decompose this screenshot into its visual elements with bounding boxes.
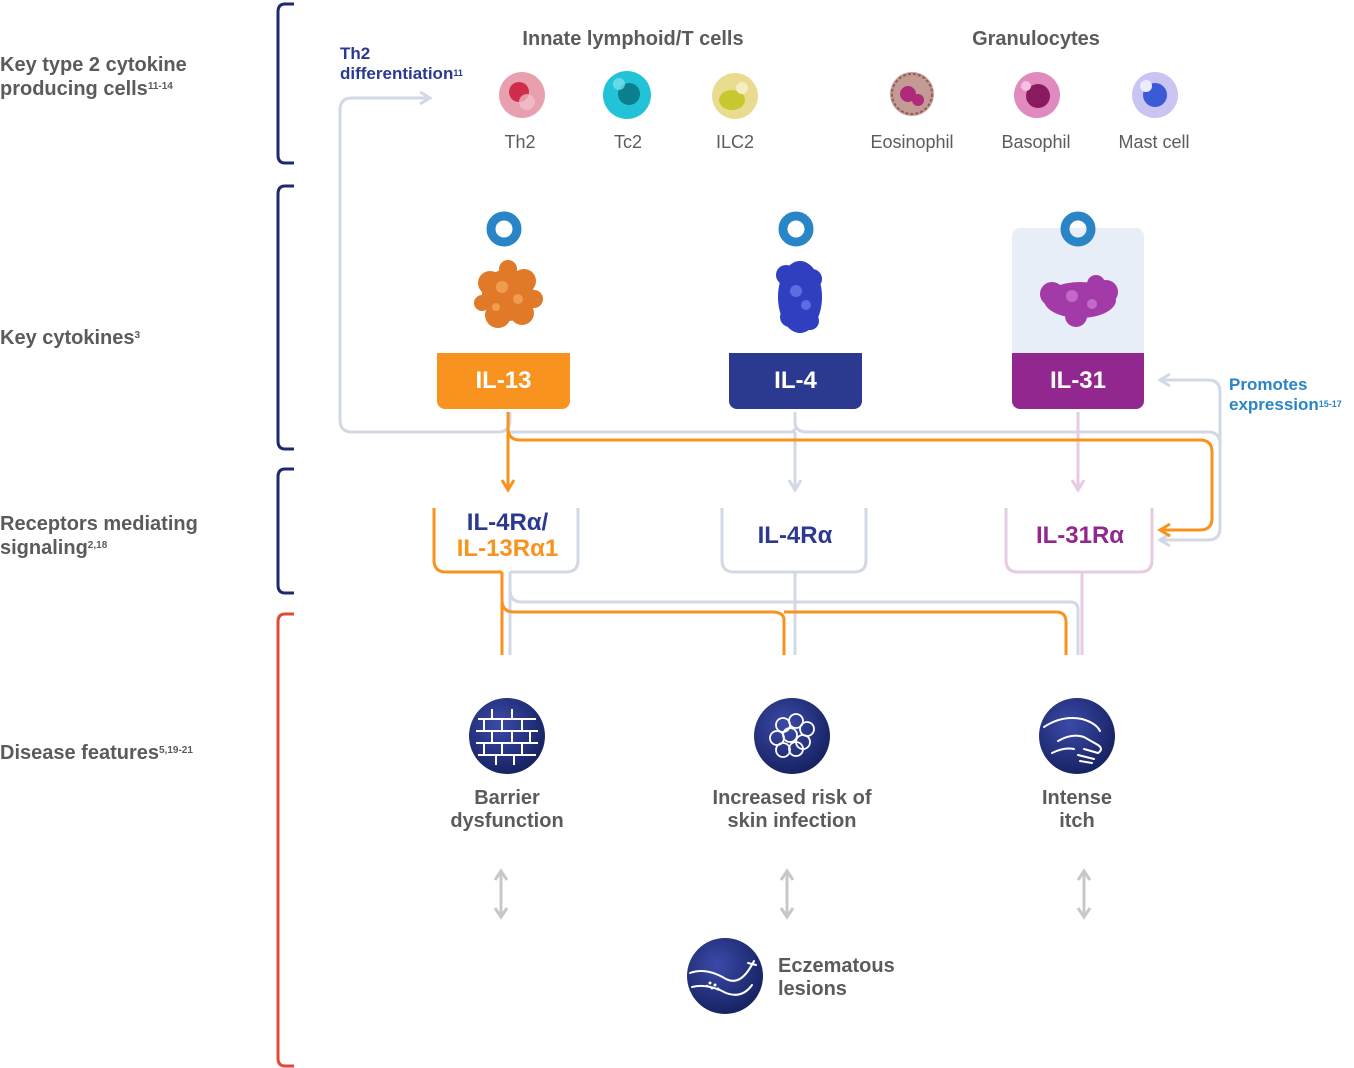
feature-label-itch: Intense itch: [1041, 787, 1113, 832]
receptor-il4ra: IL-4Rα: [757, 522, 833, 549]
bacteria-cluster-icon: [754, 698, 830, 774]
arm-lesion-icon: [687, 938, 763, 1014]
receptor-il31ra: IL-31Rα: [1035, 522, 1125, 549]
cell-label-mast-cell: Mast cell: [1118, 132, 1190, 152]
cell-label-basophil: Basophil: [1001, 132, 1071, 152]
group-title-granulocytes: Granulocytes: [972, 28, 1100, 50]
scratching-hand-icon: [1039, 698, 1115, 774]
brick-wall-icon: [469, 698, 545, 774]
feature-label-barrier: Barrier dysfunction: [450, 787, 564, 832]
cell-basophil-icon: [1014, 72, 1060, 118]
row-label-cytokines: Key cytokines3: [0, 327, 141, 349]
note-promotes-expression: Promotes expression15-17: [1229, 375, 1342, 414]
ring-icon: [486, 211, 522, 247]
il13-protein-icon: [474, 260, 543, 328]
row-label-receptors: Receptors mediating signaling2,18: [0, 513, 198, 559]
cell-tc2-icon: [603, 71, 651, 119]
bracket-cells: [276, 2, 294, 165]
cell-label-tc2: Tc2: [613, 132, 642, 152]
feature-label-infection: Increased risk of skin infection: [712, 787, 872, 832]
receptor-il4ra-il13ra1: IL-4Rα/ IL-13Rα1: [456, 509, 559, 562]
note-th2-differentiation: Th2 differentiation11: [340, 44, 463, 83]
cell-label-eosinophil: Eosinophil: [870, 132, 954, 152]
cell-mast-cell-icon: [1132, 72, 1178, 118]
lesions-label: Eczematous lesions: [778, 955, 895, 1000]
ring-icon: [1060, 211, 1096, 247]
cell-label-ilc2: ILC2: [715, 132, 755, 152]
cell-ilc2-icon: [712, 73, 758, 119]
ring-icon: [778, 211, 814, 247]
cell-label-th2: Th2: [504, 132, 536, 152]
bracket-disease: [276, 612, 294, 1068]
cytokine-il13: IL-13: [437, 353, 570, 409]
row-label-disease: Disease features5,19-21: [0, 742, 193, 764]
bracket-receptors: [276, 467, 294, 595]
cell-eosinophil-icon: [890, 72, 934, 116]
il31-protein-icon: [1040, 275, 1118, 327]
row-label-cells: Key type 2 cytokine producing cells11-14: [0, 54, 187, 100]
il4-protein-icon: [776, 261, 822, 333]
cytokine-il4: IL-4: [729, 353, 862, 409]
cytokine-il31: IL-31: [1012, 353, 1144, 409]
bracket-cytokines: [276, 184, 294, 451]
group-title-innate: Innate lymphoid/T cells: [522, 28, 744, 50]
cell-th2-icon: [499, 72, 545, 118]
